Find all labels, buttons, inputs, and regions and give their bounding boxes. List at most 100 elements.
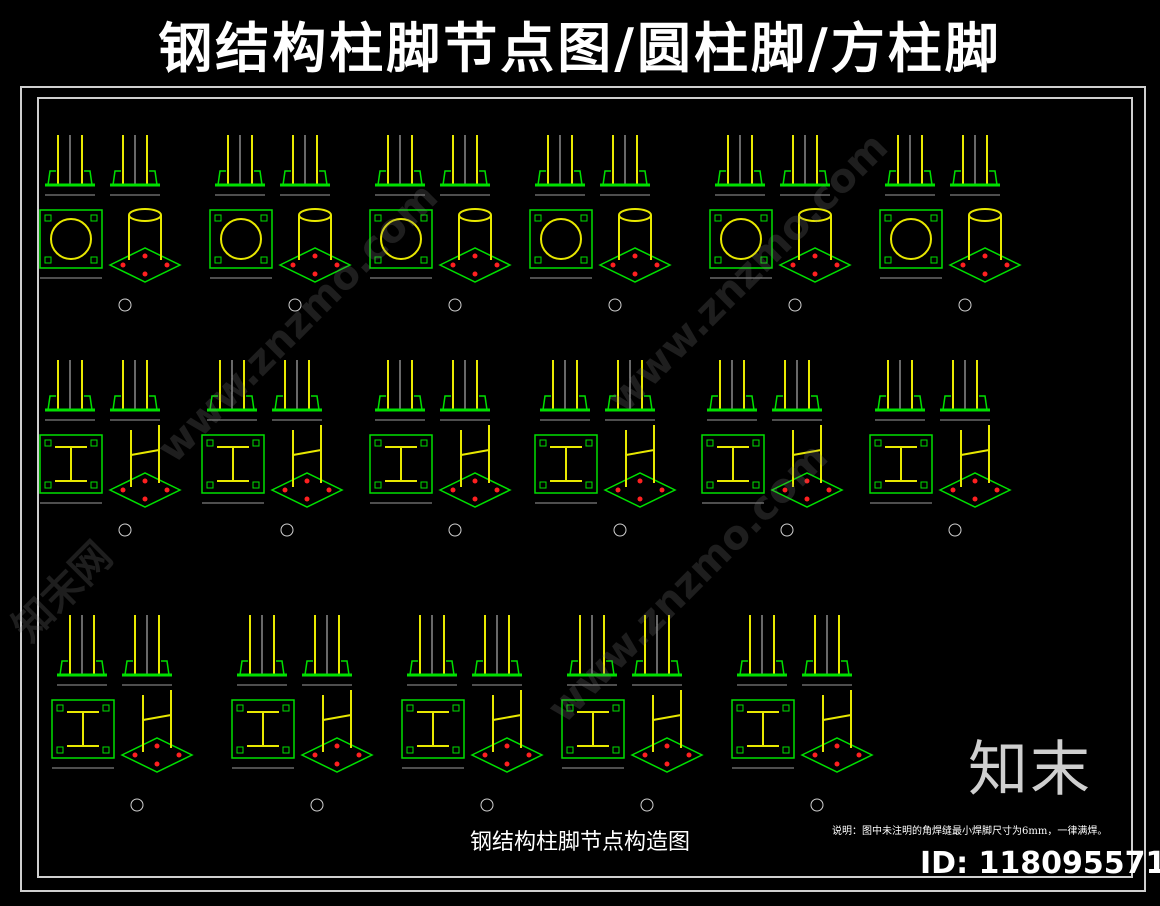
detail-marker [118, 523, 132, 537]
column-base-detail [39, 360, 182, 537]
stiffener [774, 395, 820, 411]
anchor-bolt-iso [664, 761, 670, 767]
stiffener [377, 170, 423, 186]
anchor-bolt [874, 439, 882, 447]
stiffener [47, 170, 93, 186]
anchor-bolt [44, 481, 52, 489]
base-plate-iso [598, 247, 672, 283]
base-plate-iso [120, 737, 194, 773]
base-plate-plan [701, 434, 765, 494]
anchor-bolt [566, 704, 574, 712]
column-iso [458, 208, 492, 222]
base-plate-iso [438, 472, 512, 508]
anchor-bolt-iso [494, 262, 500, 268]
detail-marker [958, 298, 972, 312]
anchor-bolt [580, 214, 588, 222]
column-iso [960, 425, 990, 487]
anchor-bolt-iso [164, 487, 170, 493]
anchor-bolt [884, 256, 892, 264]
base-plate-plan [529, 209, 593, 269]
h-column-plan [247, 711, 279, 747]
stiffener [877, 395, 923, 411]
circular-column-plan [890, 218, 932, 260]
anchor-bolt [736, 704, 744, 712]
anchor-bolt-iso [504, 743, 510, 749]
stiffener [239, 660, 285, 676]
column-iso [128, 215, 162, 260]
anchor-bolt [930, 256, 938, 264]
column-iso [128, 208, 162, 222]
stiffener [112, 170, 158, 186]
base-plate-iso [438, 247, 512, 283]
anchor-bolt-iso [450, 262, 456, 268]
stiffener [952, 170, 998, 186]
anchor-bolt [706, 481, 714, 489]
anchor-bolt-iso [782, 487, 788, 493]
anchor-bolt-iso [834, 743, 840, 749]
detail-marker [780, 523, 794, 537]
column-base-detail [869, 360, 1012, 537]
base-plate-plan [369, 209, 433, 269]
anchor-bolt-iso [1004, 262, 1010, 268]
detail-marker [613, 523, 627, 537]
anchor-bolt [580, 256, 588, 264]
column-base-detail [534, 360, 677, 537]
h-column-plan [67, 711, 99, 747]
stiffener [542, 395, 588, 411]
inner-border [37, 97, 1133, 878]
anchor-bolt-iso [659, 487, 665, 493]
anchor-bolt-iso [450, 487, 456, 493]
anchor-bolt-iso [994, 487, 1000, 493]
h-column-plan [385, 446, 417, 482]
anchor-bolt-iso [972, 496, 978, 502]
anchor-bolt [534, 214, 542, 222]
anchor-bolt [782, 704, 790, 712]
stiffener [942, 395, 988, 411]
anchor-bolt-iso [615, 487, 621, 493]
detail-marker [310, 798, 324, 812]
anchor-bolt-iso [290, 262, 296, 268]
circular-column-plan [540, 218, 582, 260]
circular-column-plan [720, 218, 762, 260]
h-column-plan [885, 446, 917, 482]
base-plate-plan [731, 699, 795, 759]
anchor-bolt [420, 256, 428, 264]
anchor-bolt [612, 746, 620, 754]
anchor-bolt-iso [632, 253, 638, 259]
column-base-detail [51, 615, 194, 812]
column-base-detail [879, 135, 1022, 312]
anchor-bolt-iso [304, 478, 310, 484]
detail-marker [788, 298, 802, 312]
column-iso [460, 425, 490, 487]
anchor-bolt [706, 439, 714, 447]
anchor-bolt-iso [812, 253, 818, 259]
anchor-bolt-iso [356, 752, 362, 758]
anchor-bolt [539, 481, 547, 489]
base-plate-iso [938, 472, 1012, 508]
anchor-bolt-iso [154, 761, 160, 767]
anchor-bolt [782, 746, 790, 754]
detail-marker [448, 298, 462, 312]
drawing-caption: 钢结构柱脚节点构造图 [470, 830, 691, 855]
anchor-bolt [406, 704, 414, 712]
stiffener [217, 170, 263, 186]
anchor-bolt [236, 746, 244, 754]
column-iso [298, 208, 332, 222]
anchor-bolt-iso [834, 262, 840, 268]
stiffener [209, 395, 255, 411]
base-plate-plan [39, 434, 103, 494]
anchor-bolt-iso [312, 271, 318, 277]
anchor-bolt [752, 439, 760, 447]
anchor-bolt [884, 214, 892, 222]
detail-marker [608, 298, 622, 312]
base-plate-iso [630, 737, 704, 773]
anchor-bolt-iso [637, 478, 643, 484]
stiffener [124, 660, 170, 676]
column-iso [968, 208, 1002, 222]
base-plate-plan [201, 434, 265, 494]
base-plate-plan [879, 209, 943, 269]
column-iso [298, 215, 332, 260]
column-base-detail [701, 360, 844, 537]
anchor-bolt-iso [982, 271, 988, 277]
